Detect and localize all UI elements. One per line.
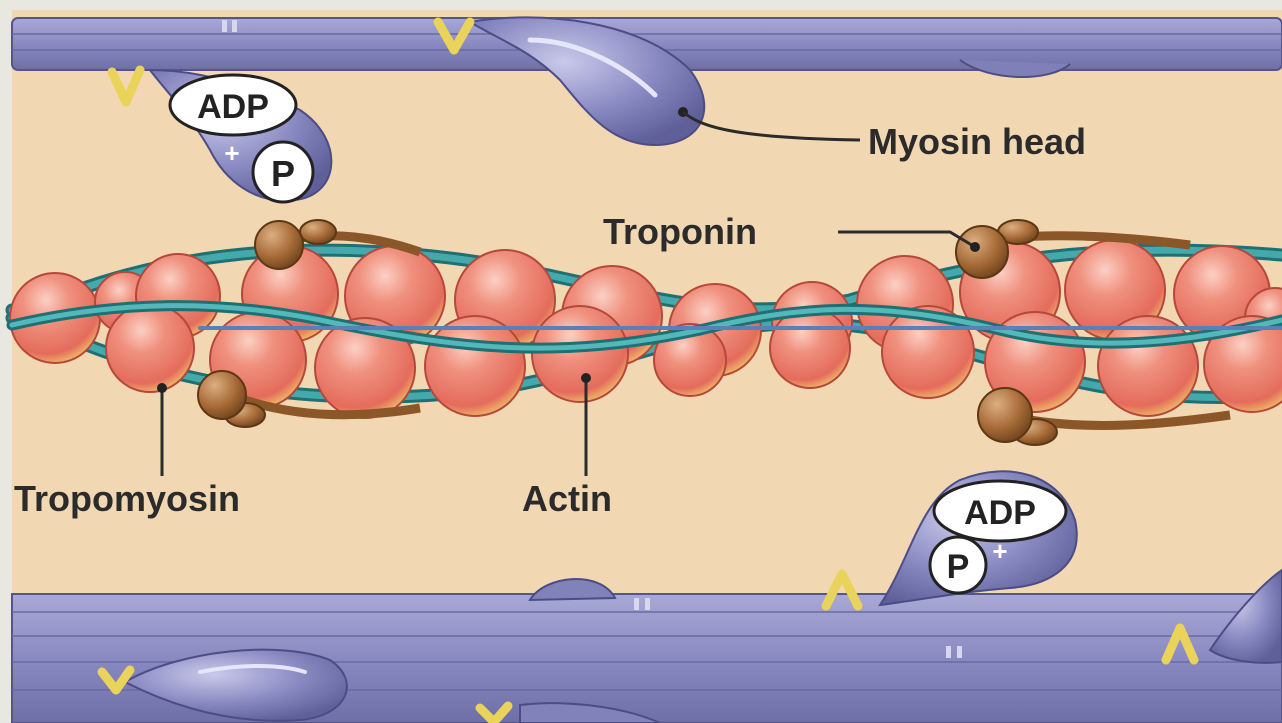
actin-bead xyxy=(532,306,628,402)
tropomyosin-pointer-dot xyxy=(157,383,167,393)
plus-sign-top: + xyxy=(224,138,239,168)
tropomyosin-label: Tropomyosin xyxy=(14,478,240,520)
troponin-label: Troponin xyxy=(603,211,757,253)
myosin-head-label: Myosin head xyxy=(868,121,1086,163)
actin-bead xyxy=(770,308,850,388)
plus-sign-bottom: + xyxy=(992,536,1007,566)
actin-label: Actin xyxy=(522,478,612,520)
actin-bead xyxy=(106,304,194,392)
actin-pointer-dot xyxy=(581,373,591,383)
p-label-top: P xyxy=(271,153,295,194)
actin-bead xyxy=(1098,316,1198,416)
adp-label-top: ADP xyxy=(197,88,269,126)
troponin-pointer-dot xyxy=(970,242,980,252)
p-label-bottom: P xyxy=(947,548,970,586)
actin-bead xyxy=(425,316,525,416)
adp-label-bottom: ADP xyxy=(964,494,1036,532)
